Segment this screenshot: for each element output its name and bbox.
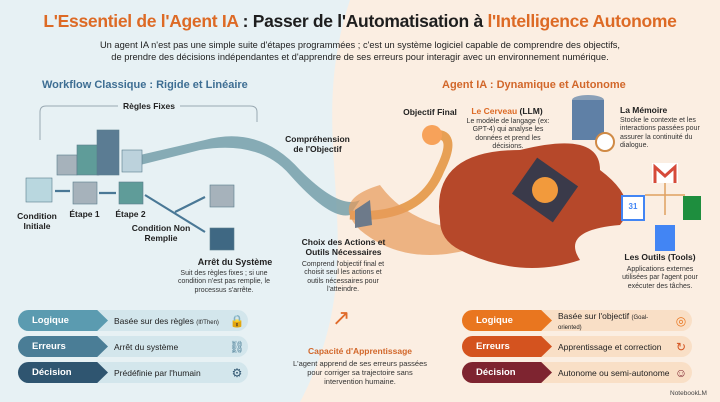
- row-label: Logique: [462, 310, 552, 331]
- etape1-label: Étape 1: [69, 209, 100, 219]
- choix-desc: Comprend l'objectif final et choisit seu…: [301, 261, 385, 294]
- subtitle-line: de prendre des décisions indépendantes e…: [111, 51, 609, 62]
- row-value: Basée sur l'objectif (Goal-oriented): [558, 310, 649, 331]
- row-label: Décision: [462, 362, 552, 383]
- outils-desc: Applications externes utilisées par l'ag…: [622, 266, 698, 290]
- subtitle: Un agent IA n'est pas une simple suite d…: [60, 40, 660, 63]
- row-label: Logique: [18, 310, 108, 331]
- broken-link-icon: ⛓: [229, 339, 245, 354]
- tools-icons: [621, 163, 701, 251]
- cerveau-title: Le Cerveau: [471, 106, 518, 116]
- title-middle: : Passer de l'Automatisation à: [238, 11, 488, 31]
- cerveau-desc: Le modèle de langage (ex: GPT-4) qui ana…: [466, 118, 550, 151]
- brain-growth-icon: ↗: [332, 305, 351, 330]
- target-icon: ◎: [675, 313, 687, 328]
- row-label: Erreurs: [462, 336, 552, 357]
- title-highlight: L'Essentiel de l'Agent IA: [43, 11, 239, 31]
- right-heading: Agent IA : Dynamique et Autonome: [442, 79, 626, 91]
- left-heading: Workflow Classique : Rigide et Linéaire: [42, 79, 248, 91]
- choix-title: Choix des Actions et Outils Nécessaires: [301, 237, 386, 257]
- user-gear-icon: ⚙: [231, 365, 243, 380]
- comparison-row: Erreurs Apprentissage et correction ↻: [462, 336, 692, 357]
- comparison-row: Décision Prédéfinie par l'humain ⚙: [18, 362, 248, 383]
- memoire-desc: Stocke le contexte et les interactions p…: [620, 117, 700, 150]
- title-highlight-2: l'Intelligence Autonome: [487, 11, 677, 31]
- comparison-row: Décision Autonome ou semi-autonome ☺: [462, 362, 692, 383]
- page-title: L'Essentiel de l'Agent IA : Passer de l'…: [0, 11, 720, 32]
- row-value: Prédéfinie par l'humain: [114, 367, 201, 378]
- comparison-row: Logique Basée sur l'objectif (Goal-orient…: [462, 310, 692, 331]
- rules-label: Règles Fixes: [123, 101, 175, 111]
- row-value: Apprentissage et correction: [558, 341, 662, 352]
- subtitle-line: Un agent IA n'est pas une simple suite d…: [99, 40, 621, 50]
- comparison-row: Erreurs Arrêt du système ⛓: [18, 336, 248, 357]
- arret-title: Arrêt du Système: [197, 257, 273, 267]
- cerveau-suffix: (LLM): [517, 106, 543, 116]
- condition-initiale-label: Condition Initiale: [17, 211, 57, 231]
- row-label: Erreurs: [18, 336, 108, 357]
- learning-title: Capacité d'Apprentissage: [307, 346, 413, 356]
- row-value: Autonome ou semi-autonome: [558, 367, 670, 378]
- comparison-row: Logique Basée sur des règles (If/Then) 🔒: [18, 310, 248, 331]
- comprehension-label: Compréhension de l'Objectif: [285, 134, 350, 154]
- arret-desc: Suit des règles fixes ; si une condition…: [178, 270, 270, 294]
- row-value: Basée sur des règles (If/Then): [114, 315, 219, 326]
- notebooklm-brand: NotebookLM: [670, 390, 707, 397]
- memoire-title: La Mémoire: [620, 105, 668, 115]
- learning-desc: L'agent apprend de ses erreurs passées p…: [292, 359, 428, 386]
- brain-head-icon: ☺: [674, 365, 688, 380]
- refresh-check-icon: ↻: [675, 339, 687, 354]
- objectif-final-label: Objectif Final: [403, 107, 457, 117]
- row-label: Décision: [18, 362, 108, 383]
- database-icon: [572, 95, 615, 152]
- calendar-icon: 31: [628, 202, 638, 211]
- etape2-label: Étape 2: [115, 209, 146, 219]
- outils-title: Les Outils (Tools): [624, 252, 696, 262]
- row-value: Arrêt du système: [114, 341, 179, 352]
- condition-non-remplie-label: Condition Non Remplie: [131, 223, 191, 243]
- lock-icon: 🔒: [229, 313, 245, 328]
